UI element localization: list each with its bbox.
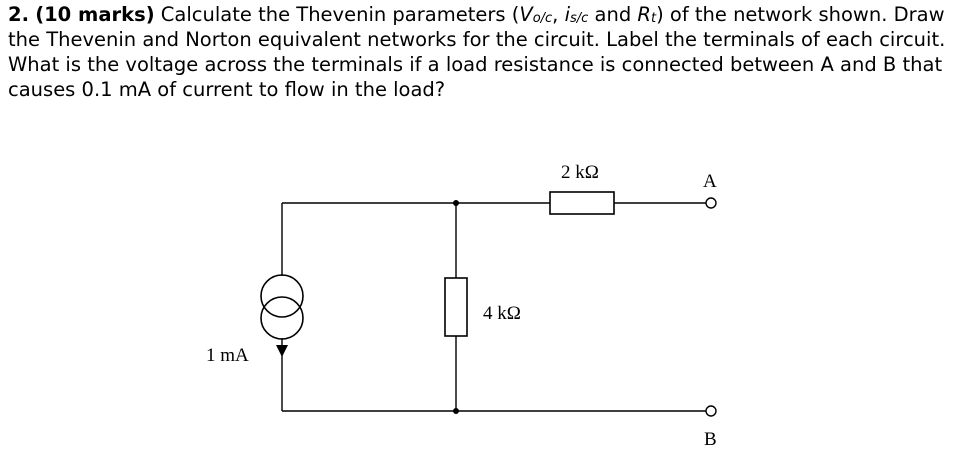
isc-symbol: i — [564, 3, 570, 26]
question-paragraph-2: What is the voltage across the terminals… — [8, 53, 943, 76]
separator-2: and — [588, 3, 638, 26]
current-source-label: 1 mA — [206, 345, 249, 366]
current-direction-arrow-icon — [276, 345, 288, 357]
current-source — [260, 274, 304, 340]
terminal-b-label: B — [704, 429, 717, 450]
terminal-a — [705, 197, 717, 209]
isc-subscript: s/c — [570, 11, 589, 26]
question-text-before: Calculate the Thevenin parameters ( — [154, 3, 520, 26]
separator-1: , — [552, 3, 565, 26]
voc-symbol: V — [519, 3, 533, 26]
junction-dot-top — [453, 200, 459, 206]
question-paragraph-3: causes 0.1 mA of current to flow in the … — [8, 78, 446, 101]
rt-subscript: t — [650, 11, 657, 26]
series-resistor-label: 2 kΩ — [561, 162, 599, 183]
question-text: 2. (10 marks) Calculate the Thevenin par… — [8, 2, 948, 102]
current-source-circle-upper — [260, 274, 304, 318]
current-source-circle-lower — [260, 296, 304, 340]
junction-dot-bottom — [453, 408, 459, 414]
series-resistor — [549, 191, 615, 215]
question-marks: (10 marks) — [35, 3, 155, 26]
voc-subscript: o/c — [532, 11, 553, 26]
shunt-resistor-label: 4 kΩ — [483, 303, 521, 324]
terminal-b — [705, 405, 717, 417]
terminal-a-label: A — [703, 171, 717, 192]
rt-symbol: R — [637, 3, 651, 26]
question-text-after: ) of the network shown. Draw the Theveni… — [8, 3, 946, 51]
question-paragraph-1: 2. (10 marks) Calculate the Thevenin par… — [8, 2, 948, 52]
shunt-resistor — [444, 277, 468, 337]
question-number: 2. — [8, 3, 29, 26]
